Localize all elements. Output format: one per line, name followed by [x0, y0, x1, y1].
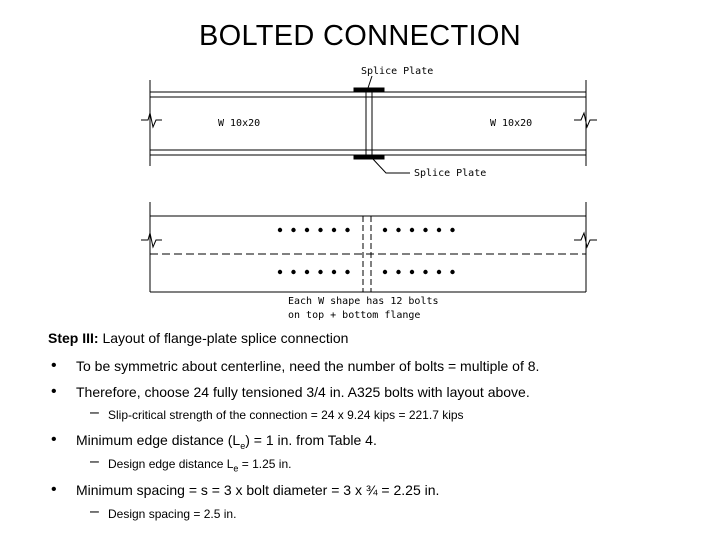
- bolt-dot: [331, 269, 337, 275]
- bolt-dot: [291, 227, 296, 233]
- bolt-dot: [396, 269, 401, 275]
- bolt-dot: [277, 227, 283, 233]
- step-heading: Step III: Layout of flange-plate splice …: [48, 330, 348, 346]
- bolt-dot: [409, 269, 415, 275]
- step-text: Layout of flange-plate splice connection: [98, 330, 349, 346]
- beam-left-label: W 10x20: [218, 118, 260, 129]
- bolt-dot: [345, 227, 350, 233]
- sub-text: Slip-critical strength of the connection…: [108, 408, 464, 422]
- break-symbol-right: [574, 111, 597, 129]
- bolt-dot: [450, 269, 455, 275]
- bolt-dot: [318, 227, 323, 233]
- bolt-dot: [409, 227, 415, 233]
- bolt-dot: [345, 269, 350, 275]
- splice-plate-top-label: Splice Plate: [361, 66, 433, 77]
- bolt-dot: [304, 269, 310, 275]
- leader-top: [367, 75, 373, 89]
- splice-plate-bottom: [353, 154, 385, 160]
- bullet-dot: •: [51, 383, 57, 400]
- slide-title: BOLTED CONNECTION: [199, 20, 521, 52]
- splice-plate-bottom-label: Splice Plate: [414, 168, 486, 179]
- plan-view: [141, 202, 597, 293]
- bullet-dot: •: [51, 357, 57, 374]
- bolt-dot: [423, 227, 428, 233]
- sub-text: Design edge distance Le = 1.25 in.: [108, 457, 292, 474]
- bolt-dot: [277, 269, 283, 275]
- break-symbol-plan-right: [574, 231, 597, 249]
- bullet-text: Minimum edge distance (Le) = 1 in. from …: [76, 432, 377, 451]
- elevation-view: [141, 75, 597, 174]
- sub-dash: –: [90, 503, 99, 520]
- bolt-dot: [304, 227, 310, 233]
- bolt-dot: [318, 269, 323, 275]
- sub-dash: –: [90, 404, 99, 421]
- bolt-note-line1: Each W shape has 12 bolts: [288, 296, 439, 307]
- bolt-dot: [331, 227, 337, 233]
- bolt-dot: [396, 227, 401, 233]
- bolt-note-line2: on top + bottom flange: [288, 310, 420, 321]
- leader-bottom: [371, 157, 410, 174]
- bolt-dot: [436, 227, 442, 233]
- bolt-dot: [382, 227, 388, 233]
- bolt-dot: [423, 269, 428, 275]
- splice-plate-top: [353, 87, 385, 93]
- bolt-dot: [291, 269, 296, 275]
- beam-right-label: W 10x20: [490, 118, 532, 129]
- break-symbol-plan-left: [141, 232, 162, 249]
- step-label: Step III:: [48, 330, 99, 346]
- bullet-text: Therefore, choose 24 fully tensioned 3/4…: [76, 384, 530, 400]
- bolt-dot: [436, 269, 442, 275]
- sub-dash: –: [90, 453, 99, 470]
- sub-text: Design spacing = 2.5 in.: [108, 507, 237, 521]
- bullet-text: Minimum spacing = s = 3 x bolt diameter …: [76, 482, 440, 498]
- bolt-dot: [382, 269, 388, 275]
- break-symbol-left: [141, 112, 162, 129]
- bolt-dot: [450, 227, 455, 233]
- bullet-text: To be symmetric about centerline, need t…: [76, 358, 540, 374]
- bolt-pattern: [277, 227, 455, 275]
- bullet-dot: •: [51, 431, 57, 448]
- bullet-dot: •: [51, 481, 57, 498]
